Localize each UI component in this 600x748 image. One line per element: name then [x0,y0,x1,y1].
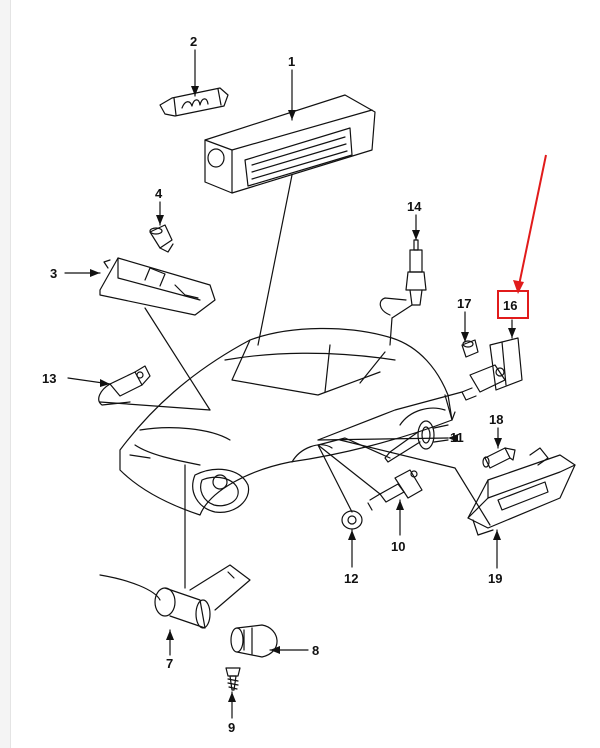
callout-4: 4 [155,186,163,201]
callout-18: 18 [489,412,503,427]
bulb-8 [230,624,278,658]
callout-11: 11 [450,430,464,445]
callout-12: 12 [344,571,358,586]
sensor-part [379,239,427,319]
callout-8: 8 [312,643,319,658]
callout-7: 7 [166,656,173,671]
door-switch-part [98,365,151,406]
lamp-housing-part [99,257,216,316]
callout-2: 2 [190,34,197,49]
callout-1: 1 [288,54,295,69]
interior-lamp-part [204,94,376,194]
left-bezel [0,0,11,748]
switch-plunger-10 [367,469,423,511]
callout-3: 3 [50,266,57,281]
grommet-11 [384,420,449,463]
callout-17: 17 [457,296,471,311]
callout-13: 13 [42,371,56,386]
lamp-socket-7 [99,564,251,629]
red-arrow [517,154,547,291]
washer-12 [341,510,363,530]
red-arrowhead [513,280,524,294]
festoon-bulb-part [159,87,229,117]
wedge-bulb-part [149,224,174,253]
callout-19: 19 [488,571,502,586]
socket-connector-16 [461,337,523,401]
license-lamp-19 [467,447,576,536]
highlight-annotation [497,154,547,319]
callout-9: 9 [228,720,235,735]
callout-16: 16 [503,298,517,313]
highlight-box [497,290,529,319]
leader-lines [64,49,513,719]
car-outline [119,327,456,516]
callout-14: 14 [407,199,422,214]
screw-9 [225,667,241,691]
callout-10: 10 [391,539,405,554]
small-bulb-18 [482,447,516,469]
small-bulb-17 [461,339,479,358]
callout-labels: 1 2 3 4 7 8 9 10 11 12 13 14 16 17 18 19 [42,34,517,735]
